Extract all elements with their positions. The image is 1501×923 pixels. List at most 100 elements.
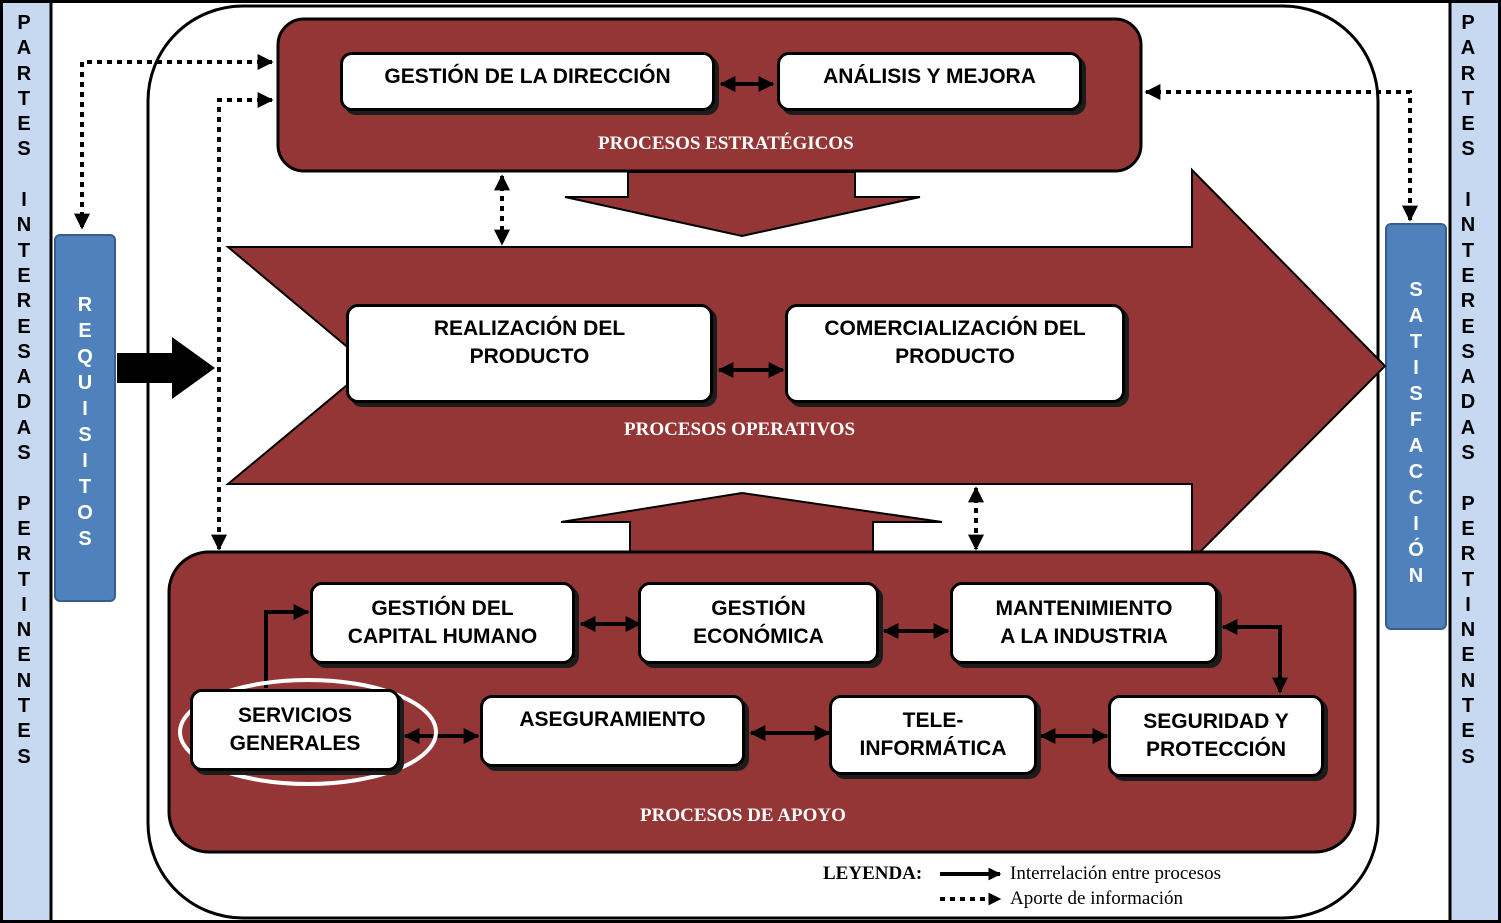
right-stakeholders-letter: E xyxy=(1461,264,1475,287)
highlight-ellipse xyxy=(178,678,438,786)
right-stakeholders-letter: E xyxy=(1461,113,1475,136)
box-seguridad-proteccion: SEGURIDAD Y PROTECCIÓN xyxy=(1108,695,1324,777)
left-stakeholders-letter: E xyxy=(17,264,31,287)
strategic-down-arrow xyxy=(564,171,921,238)
right-stakeholders-letter: A xyxy=(1460,416,1476,439)
strategic-title: PROCESOS ESTRATÉGICOS xyxy=(598,133,854,154)
right-stakeholders-letter: A xyxy=(1460,37,1476,60)
left-stakeholders-letter: T xyxy=(17,87,31,110)
satisfaction-letter: N xyxy=(1408,565,1424,587)
requirements-letter: I xyxy=(82,398,88,420)
box-capital-humano: GESTIÓN DEL CAPITAL HUMANO xyxy=(310,582,575,664)
right-stakeholders-letter: T xyxy=(1461,239,1475,262)
left-stakeholders-letter: A xyxy=(16,37,32,60)
satisfaction-letter: T xyxy=(1409,331,1423,353)
left-stakeholders-letter: S xyxy=(17,340,31,363)
right-stakeholders-letter: E xyxy=(1461,517,1475,540)
left-stakeholders-letter: T xyxy=(17,695,31,718)
left-stakeholders-letter: R xyxy=(16,62,32,85)
box-realizacion-producto: REALIZACIÓN DEL PRODUCTO xyxy=(346,304,713,403)
right-stakeholders-letter: N xyxy=(1460,214,1476,237)
satisfaction-letter: S xyxy=(1409,383,1423,405)
right-stakeholders-letter: A xyxy=(1460,366,1476,389)
right-stakeholders-letter: S xyxy=(1461,340,1475,363)
left-stakeholders-letter: T xyxy=(17,239,31,262)
right-stakeholders-letter: T xyxy=(1461,695,1475,718)
satisfaction-letter: S xyxy=(1409,279,1423,301)
requirements-letter: Q xyxy=(77,346,93,368)
box-gestion-economica: GESTIÓN ECONÓMICA xyxy=(638,582,879,664)
right-stakeholders-letter: R xyxy=(1460,62,1476,85)
right-stakeholders-letter: E xyxy=(1461,315,1475,338)
left-stakeholders-letter: P xyxy=(17,492,31,515)
legend-item-information: Aporte de información xyxy=(1010,888,1184,909)
left-stakeholders-letter: A xyxy=(16,416,32,439)
left-stakeholders-letter: E xyxy=(17,644,31,667)
satisfaction-letter: F xyxy=(1409,409,1423,431)
requirements-box xyxy=(54,234,116,602)
left-stakeholders-letter: D xyxy=(16,391,32,414)
interrelation-arrows xyxy=(264,76,1288,744)
right-stakeholders-letter: E xyxy=(1461,720,1475,743)
left-stakeholders-letter: N xyxy=(16,669,32,692)
box-analisis-mejora: ANÁLISIS Y MEJORA xyxy=(777,52,1082,111)
input-arrow xyxy=(117,337,215,399)
satisfaction-letter: C xyxy=(1408,461,1424,483)
legend-title: LEYENDA: xyxy=(823,863,923,884)
requirements-letter: U xyxy=(77,372,93,394)
left-stakeholders-letter: A xyxy=(16,366,32,389)
requirements-letter: S xyxy=(78,528,92,550)
right-stakeholders-letter: R xyxy=(1460,543,1476,566)
left-stakeholders-letter: I xyxy=(21,593,27,616)
left-stakeholders-letter: N xyxy=(16,214,32,237)
requirements-letter: R xyxy=(77,294,93,316)
left-stakeholders-letter: E xyxy=(17,720,31,743)
box-mantenimiento-industria: MANTENIMIENTO A LA INDUSTRIA xyxy=(950,582,1218,664)
left-stakeholders-letter: S xyxy=(17,442,31,465)
requirements-letter: T xyxy=(78,476,92,498)
box-servicios-generales: SERVICIOS GENERALES xyxy=(190,689,400,771)
right-stakeholders-letter: I xyxy=(1465,189,1471,212)
right-stakeholders-gap xyxy=(1456,466,1480,491)
satisfaction-letter: C xyxy=(1408,487,1424,509)
left-stakeholders-band xyxy=(3,3,50,920)
right-stakeholders-letter: S xyxy=(1461,138,1475,161)
box-gestion-direccion: GESTIÓN DE LA DIRECCIÓN xyxy=(340,52,715,111)
requirements-letter: O xyxy=(77,502,93,524)
right-stakeholders-letter: D xyxy=(1460,391,1476,414)
box-comercializacion-producto: COMERCIALIZACIÓN DEL PRODUCTO xyxy=(785,304,1125,403)
operative-title: PROCESOS OPERATIVOS xyxy=(624,419,856,440)
right-stakeholders-letter: P xyxy=(1461,12,1475,34)
right-stakeholders-gap xyxy=(1456,163,1480,188)
requirements-letter: I xyxy=(82,450,88,472)
information-arrows xyxy=(74,54,1418,551)
left-stakeholders-gap xyxy=(12,163,36,188)
left-stakeholders-letter: E xyxy=(17,315,31,338)
left-stakeholders-letter: S xyxy=(17,138,31,161)
left-stakeholders-letter: R xyxy=(16,290,32,313)
right-stakeholders-letter: N xyxy=(1460,669,1476,692)
box-teleinformatica: TELE- INFORMÁTICA xyxy=(829,695,1037,775)
left-stakeholders-letter: S xyxy=(17,745,31,768)
box-aseguramiento: ASEGURAMIENTO xyxy=(480,695,745,767)
satisfaction-letter: I xyxy=(1413,513,1419,535)
left-stakeholders-letter: T xyxy=(17,568,31,591)
satisfaction-letter: A xyxy=(1408,305,1424,327)
right-stakeholders-letter: N xyxy=(1460,619,1476,642)
left-stakeholders-letter: I xyxy=(21,189,27,212)
satisfaction-letter: I xyxy=(1413,357,1419,379)
left-stakeholders-letter: E xyxy=(17,113,31,136)
support-title: PROCESOS DE APOYO xyxy=(640,805,846,826)
requirements-letter: S xyxy=(78,424,92,446)
right-stakeholders-letter: S xyxy=(1461,442,1475,465)
satisfaction-letter: A xyxy=(1408,435,1424,457)
left-stakeholders-letter: E xyxy=(17,517,31,540)
right-stakeholders-letter: I xyxy=(1465,593,1471,616)
right-stakeholders-band xyxy=(1451,3,1498,920)
support-up-arrow xyxy=(560,491,943,554)
